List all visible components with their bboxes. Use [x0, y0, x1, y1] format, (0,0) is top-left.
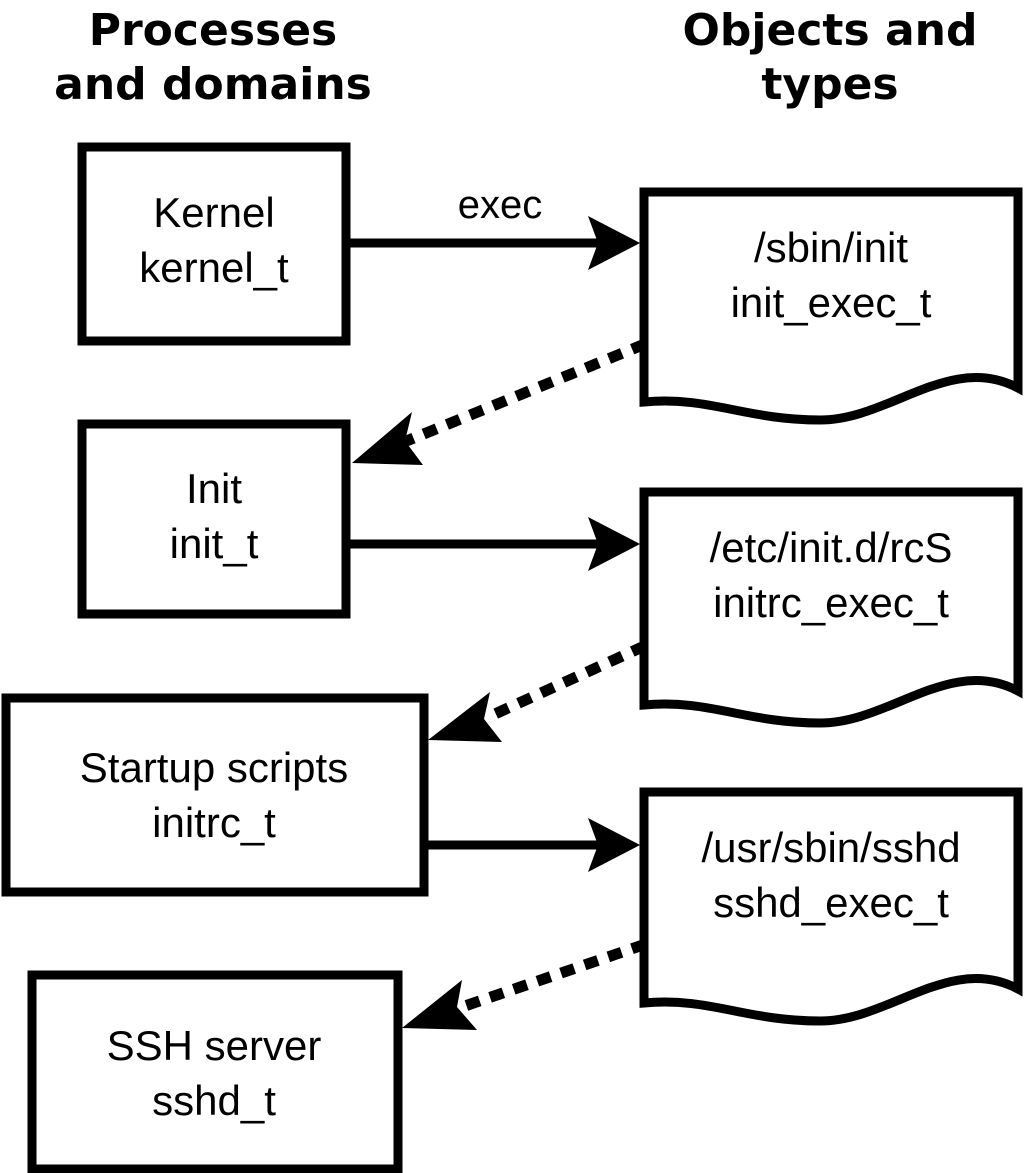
column-header-objects-line2: types	[761, 59, 898, 110]
process-node-init-line1: Init	[186, 465, 242, 512]
arrow-head-icon	[588, 818, 640, 872]
arrow-head-icon	[428, 692, 502, 742]
edge-line	[478, 640, 648, 726]
edge-label-exec: exec	[458, 183, 543, 227]
node-box[interactable]	[77, 419, 351, 619]
arrow-head-icon	[352, 412, 423, 465]
process-node-startup-scripts-line1: Startup scripts	[80, 744, 348, 791]
process-node-init-line2: init_t	[170, 520, 259, 567]
object-node-usr-sbin-sshd-line1: /usr/sbin/sshd	[701, 824, 960, 871]
object-node-etc-initd-rcs-line1: /etc/init.d/rcS	[710, 524, 953, 571]
object-node-sbin-init[interactable]: /sbin/init init_exec_t	[639, 187, 1023, 425]
node-document-shape[interactable]	[639, 187, 1023, 425]
arrow-head-icon	[588, 517, 640, 571]
object-node-usr-sbin-sshd-line2: sshd_exec_t	[713, 879, 949, 926]
object-node-etc-initd-rcs[interactable]: /etc/init.d/rcS initrc_exec_t	[639, 487, 1023, 728]
edge-init-exec-rcs	[348, 517, 640, 571]
edge-kernel-exec-sbin-init: exec	[348, 183, 640, 270]
edge-rcs-transition-initrc	[428, 640, 648, 742]
arrow-head-icon	[402, 980, 477, 1030]
edge-sshd-transition-ssh-server	[402, 939, 647, 1030]
column-header-processes-line2: and domains	[54, 59, 372, 110]
process-node-kernel[interactable]: Kernel kernel_t	[77, 142, 351, 346]
edge-line	[455, 939, 647, 1014]
process-node-init[interactable]: Init init_t	[77, 419, 351, 619]
process-node-ssh-server[interactable]: SSH server sshd_t	[27, 970, 403, 1173]
process-node-startup-scripts[interactable]: Startup scripts initrc_t	[1, 693, 429, 897]
edge-sbin-init-transition-init	[352, 338, 648, 465]
object-node-usr-sbin-sshd[interactable]: /usr/sbin/sshd sshd_exec_t	[639, 787, 1023, 1026]
object-node-sbin-init-line1: /sbin/init	[754, 224, 908, 271]
column-header-objects: Objects and types	[683, 5, 978, 110]
process-node-ssh-server-line2: sshd_t	[152, 1077, 276, 1124]
object-node-sbin-init-line2: init_exec_t	[731, 279, 932, 326]
edge-line	[396, 338, 648, 450]
column-header-processes-line1: Processes	[89, 5, 338, 56]
node-box[interactable]	[1, 693, 429, 897]
edge-initrc-exec-sshd	[428, 818, 640, 872]
node-document-shape[interactable]	[639, 787, 1023, 1026]
process-node-kernel-line2: kernel_t	[139, 244, 289, 291]
column-header-processes: Processes and domains	[54, 5, 372, 110]
process-node-startup-scripts-line2: initrc_t	[152, 799, 276, 846]
arrow-head-icon	[588, 216, 640, 270]
process-node-ssh-server-line1: SSH server	[107, 1022, 322, 1069]
node-box[interactable]	[27, 970, 403, 1173]
node-document-shape[interactable]	[639, 487, 1023, 728]
column-header-objects-line1: Objects and	[683, 5, 978, 56]
node-box[interactable]	[77, 142, 351, 346]
process-node-kernel-line1: Kernel	[153, 189, 274, 236]
object-node-etc-initd-rcs-line2: initrc_exec_t	[713, 579, 949, 626]
